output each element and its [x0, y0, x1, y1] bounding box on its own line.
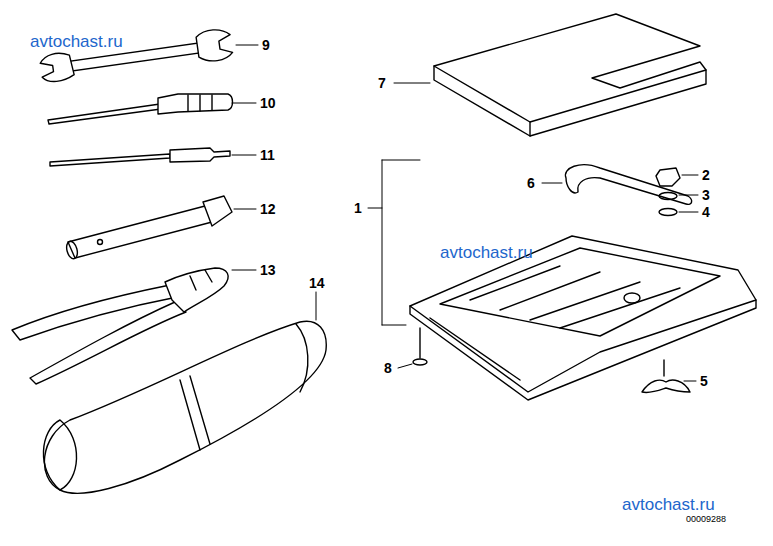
callout-number: 1	[354, 201, 362, 215]
callout-number: 4	[702, 205, 710, 219]
watermark: avtochast.ru	[622, 496, 715, 513]
watermark: avtochast.ru	[30, 33, 123, 50]
foam-insert	[434, 14, 706, 136]
callout-number: 2	[702, 168, 710, 182]
callout-number: 12	[260, 202, 276, 216]
pin	[50, 148, 230, 166]
screwdriver	[48, 94, 233, 124]
washer	[659, 193, 677, 200]
callout-number: 6	[527, 176, 535, 190]
callout-number: 9	[262, 38, 270, 52]
callout-number: 5	[700, 374, 708, 388]
wing-screw	[642, 360, 690, 393]
leader-lines	[232, 45, 698, 381]
strap	[565, 165, 691, 205]
callout-number: 7	[378, 76, 386, 90]
tool-pouch	[43, 321, 326, 493]
nut	[656, 168, 680, 186]
callout-number: 10	[260, 96, 276, 110]
callout-number: 8	[384, 361, 392, 375]
tool-tray	[410, 236, 756, 400]
tube-spanner	[65, 196, 232, 260]
callout-number: 11	[260, 148, 275, 162]
washer	[659, 209, 677, 216]
callout-number: 13	[260, 263, 276, 277]
callout-number: 14	[309, 276, 325, 290]
screw	[413, 328, 427, 365]
drawing-number: 00009288	[686, 515, 726, 524]
callout-number: 3	[702, 188, 710, 202]
watermark: avtochast.ru	[440, 244, 533, 261]
